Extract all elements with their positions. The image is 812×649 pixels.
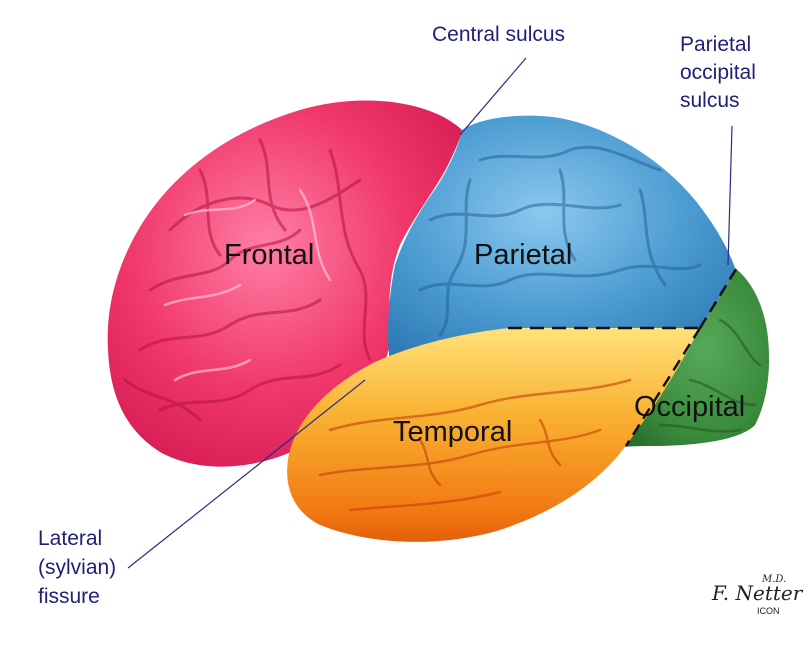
lateral-fissure-callout-line-3: fissure (38, 585, 100, 608)
temporal-lobe-label: Temporal (393, 416, 512, 448)
parietal-occipital-sulcus-callout: Parietal occipital sulcus (680, 33, 762, 112)
parietal-occipital-callout-line-1: Parietal (680, 33, 751, 56)
lateral-fissure-leader-line (127, 379, 366, 569)
signature-degree: M.D. (761, 574, 786, 585)
parietal-gyri-texture (418, 145, 702, 337)
artist-signature: F. Netter M.D. ICON (711, 574, 804, 616)
lateral-fissure-callout-line-1: Lateral (38, 527, 102, 550)
frontal-lobe-label: Frontal (224, 239, 314, 271)
temporal-lobe-region (287, 328, 700, 542)
parietal-occipital-callout-line-2: occipital (680, 61, 756, 84)
occipital-lobe-label: Occipital (634, 391, 745, 423)
parietal-lobe-label: Parietal (474, 239, 572, 271)
occipital-gyri-texture (658, 318, 762, 433)
parietal-occipital-callout-line-3: sulcus (680, 89, 740, 112)
lateral-fissure-callout-line-2: (sylvian) (38, 556, 116, 579)
parietal-lobe-region (387, 115, 735, 360)
central-sulcus-callout-line: Central sulcus (432, 23, 565, 46)
signature-name: F. Netter (711, 581, 804, 605)
signature-mark: ICON (757, 606, 780, 616)
central-sulcus-callout: Central sulcus (432, 23, 565, 46)
lateral-fissure-callout: Lateral (sylvian) fissure (38, 527, 122, 608)
temporal-gyri-texture (318, 378, 632, 512)
frontal-highlight-texture (163, 188, 332, 382)
occipital-lobe-region (625, 268, 770, 447)
temporo-occipital-boundary (624, 327, 702, 447)
central-sulcus-leader-line (459, 57, 527, 136)
parietal-occipital-sulcus-leader-line (727, 125, 733, 266)
frontal-gyri-texture (123, 138, 372, 422)
parieto-occipital-boundary (698, 265, 740, 329)
